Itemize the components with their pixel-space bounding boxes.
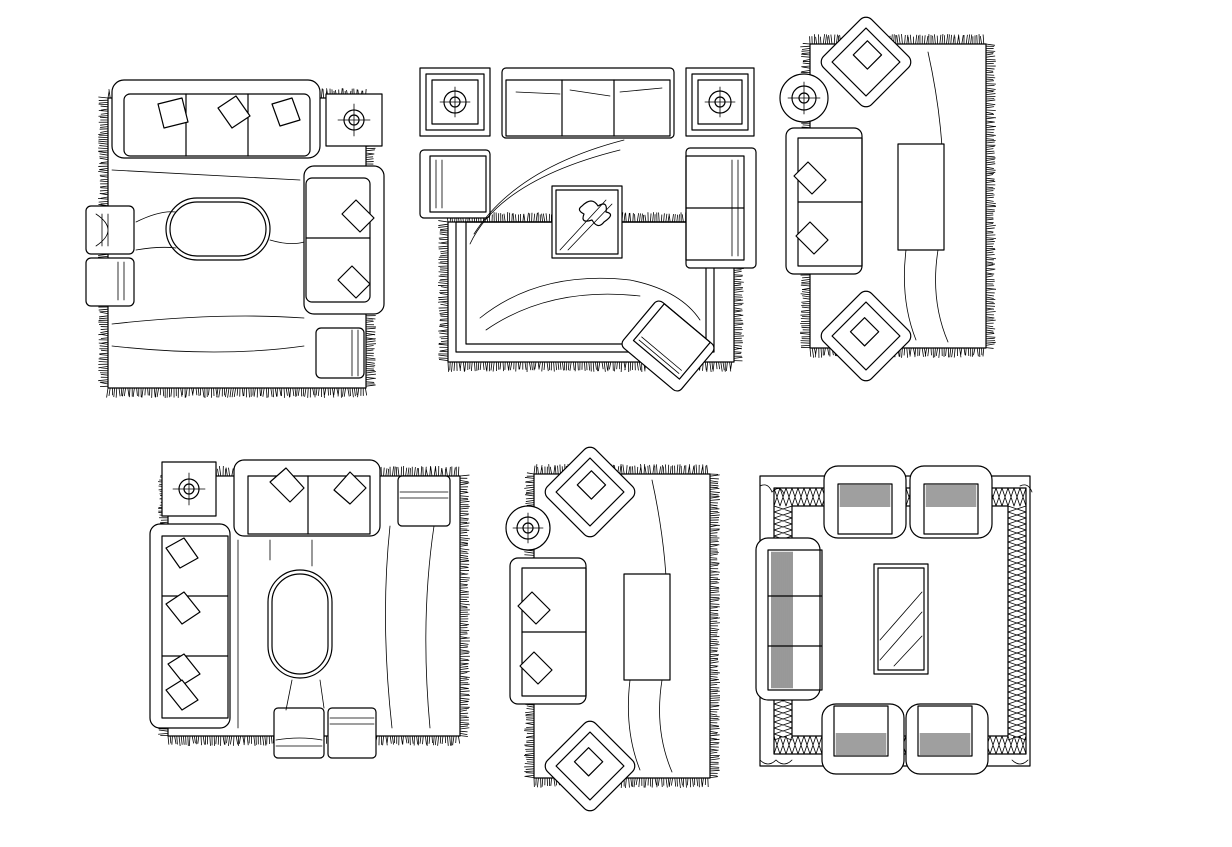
plan-6-rug-scallop <box>759 484 1033 765</box>
plan-3-round-side-table <box>779 73 829 123</box>
plan-2-angled-armchair <box>621 300 715 392</box>
plan-4-left-sofa <box>149 523 231 729</box>
plan-1-end-table <box>325 93 383 147</box>
plan-6-chair-top-right <box>909 465 993 539</box>
plan-4-ottoman-1 <box>273 707 325 759</box>
plan-5-sofa <box>509 557 587 705</box>
plan-1 <box>85 79 385 398</box>
plan-2-back-sofa <box>501 67 675 139</box>
plan-4-ottoman-top <box>397 475 451 527</box>
plan-4-end-table <box>161 461 217 517</box>
plan-1-ottoman-2 <box>85 257 135 307</box>
plan-4 <box>149 459 470 759</box>
plan-5-armchair-bottom <box>544 720 636 812</box>
plan-2 <box>419 67 757 392</box>
plan-2-end-table-left <box>419 67 491 137</box>
plan-3-armchair-bottom <box>820 290 912 382</box>
plan-1-right-sofa <box>303 165 385 315</box>
plan-5-armchair-top <box>544 446 636 538</box>
plan-2-coffee-table <box>551 185 623 259</box>
plan-6-coffee-table <box>873 563 929 675</box>
plan-4-ottoman-2 <box>327 707 377 759</box>
plan-5-round-side-table <box>505 505 551 551</box>
plan-6-left-sofa <box>755 537 823 701</box>
plan-1-ottoman-1 <box>85 205 135 255</box>
plan-4-oval-table <box>267 569 333 679</box>
plan-2-chair-left <box>419 149 491 219</box>
plan-6-chair-top-left <box>823 465 907 539</box>
plan-3 <box>779 16 997 382</box>
plan-1-top-sofa <box>111 79 321 159</box>
plan-6-chair-bottom-right <box>905 703 989 775</box>
plan-1-ottoman-3 <box>315 327 365 379</box>
plan-5-center-table <box>623 573 671 681</box>
plan-5 <box>505 446 721 812</box>
plan-6 <box>755 465 1033 775</box>
plan-3-armchair-top <box>820 16 912 108</box>
plan-6-chair-bottom-left <box>821 703 905 775</box>
plan-4-top-sofa <box>233 459 381 537</box>
plan-1-oval-table <box>165 197 271 261</box>
plan-3-center-table <box>897 143 945 251</box>
plan-3-sofa <box>785 127 863 275</box>
plan-2-chair-right <box>685 147 757 269</box>
plan-2-end-table-right <box>685 67 755 137</box>
